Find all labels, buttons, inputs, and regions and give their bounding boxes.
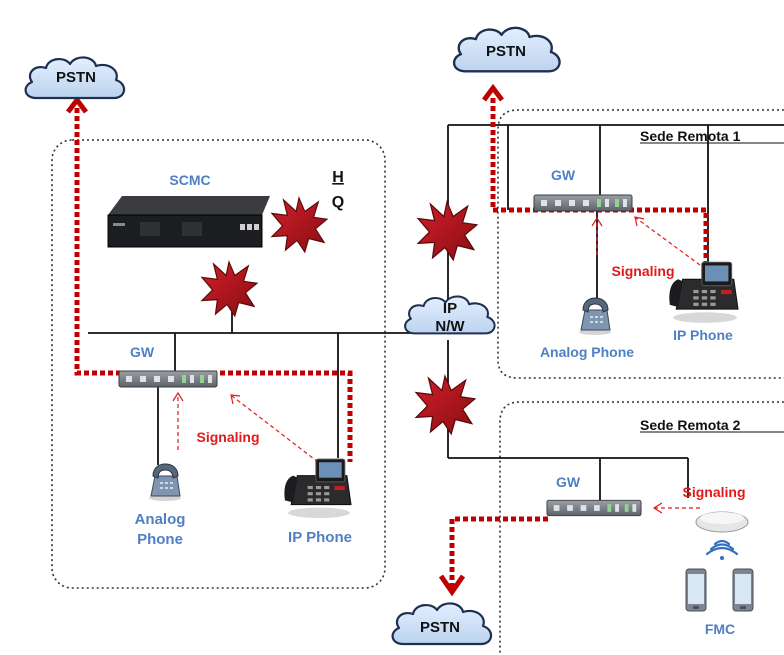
pstn-remote1-label: PSTN [486, 43, 526, 60]
pstn-hq-label: PSTN [56, 69, 96, 86]
ipnw-label-line1: IP [443, 300, 457, 317]
ip-network-cloud: IP N/W [403, 295, 496, 335]
signaling-arrowheads [172, 216, 663, 514]
hq-mark-q: Q [332, 194, 344, 211]
hq-gw-label: GW [130, 344, 155, 360]
remote2-title: Sede Remota 2 [640, 417, 741, 433]
remote1-ip-phone [668, 261, 739, 324]
threat-star-ip-upper [417, 201, 478, 261]
threat-star-hq-lan [201, 261, 258, 317]
fmc-label: FMC [705, 621, 735, 637]
pstn-remote2-label: PSTN [420, 619, 460, 636]
hq-mark-h: H [332, 169, 344, 186]
pstn-cloud-remote1: PSTN [452, 26, 561, 73]
remote1-title: Sede Remota 1 [640, 128, 741, 144]
hq-ip-phone [283, 458, 352, 519]
fmc-mobile-1 [685, 568, 707, 612]
remote1-gw-label: GW [551, 167, 576, 183]
ipnw-label-line2: N/W [435, 318, 465, 335]
remote1-gateway [533, 194, 633, 212]
scmc-server [107, 196, 270, 248]
remote2-gw-label: GW [556, 474, 581, 490]
hq-ip-phone-label: IP Phone [288, 529, 352, 546]
hq-site-boundary [51, 139, 386, 589]
hq-analog-label-line2: Phone [137, 531, 183, 548]
hq-gateway [118, 370, 218, 388]
threat-star-server [271, 197, 328, 253]
hq-analog-phone [148, 463, 182, 502]
remote1-ip-phone-label: IP Phone [673, 327, 733, 343]
pstn-cloud-remote2: PSTN [391, 602, 493, 646]
remote2-signaling-label: Signaling [683, 484, 746, 500]
signaling-arrows [177, 217, 701, 509]
scmc-label: SCMC [169, 172, 210, 188]
threat-star-ip-lower [415, 375, 476, 435]
wireless-access-point [695, 511, 749, 533]
remote1-analog-phone [578, 297, 612, 336]
wifi-signal-icon [705, 539, 739, 560]
pstn-cloud-hq: PSTN [24, 56, 126, 100]
fmc-mobile-2 [732, 568, 754, 612]
hq-analog-label-line1: Analog [135, 511, 186, 528]
remote1-site-boundary [497, 109, 784, 379]
remote2-gateway [546, 499, 642, 517]
voice-path-arrowheads [66, 83, 504, 597]
remote2-site-boundary [499, 401, 784, 655]
remote1-analog-label: Analog Phone [540, 344, 634, 360]
hq-signaling-label: Signaling [197, 429, 260, 445]
remote1-signaling-label: Signaling [612, 263, 675, 279]
